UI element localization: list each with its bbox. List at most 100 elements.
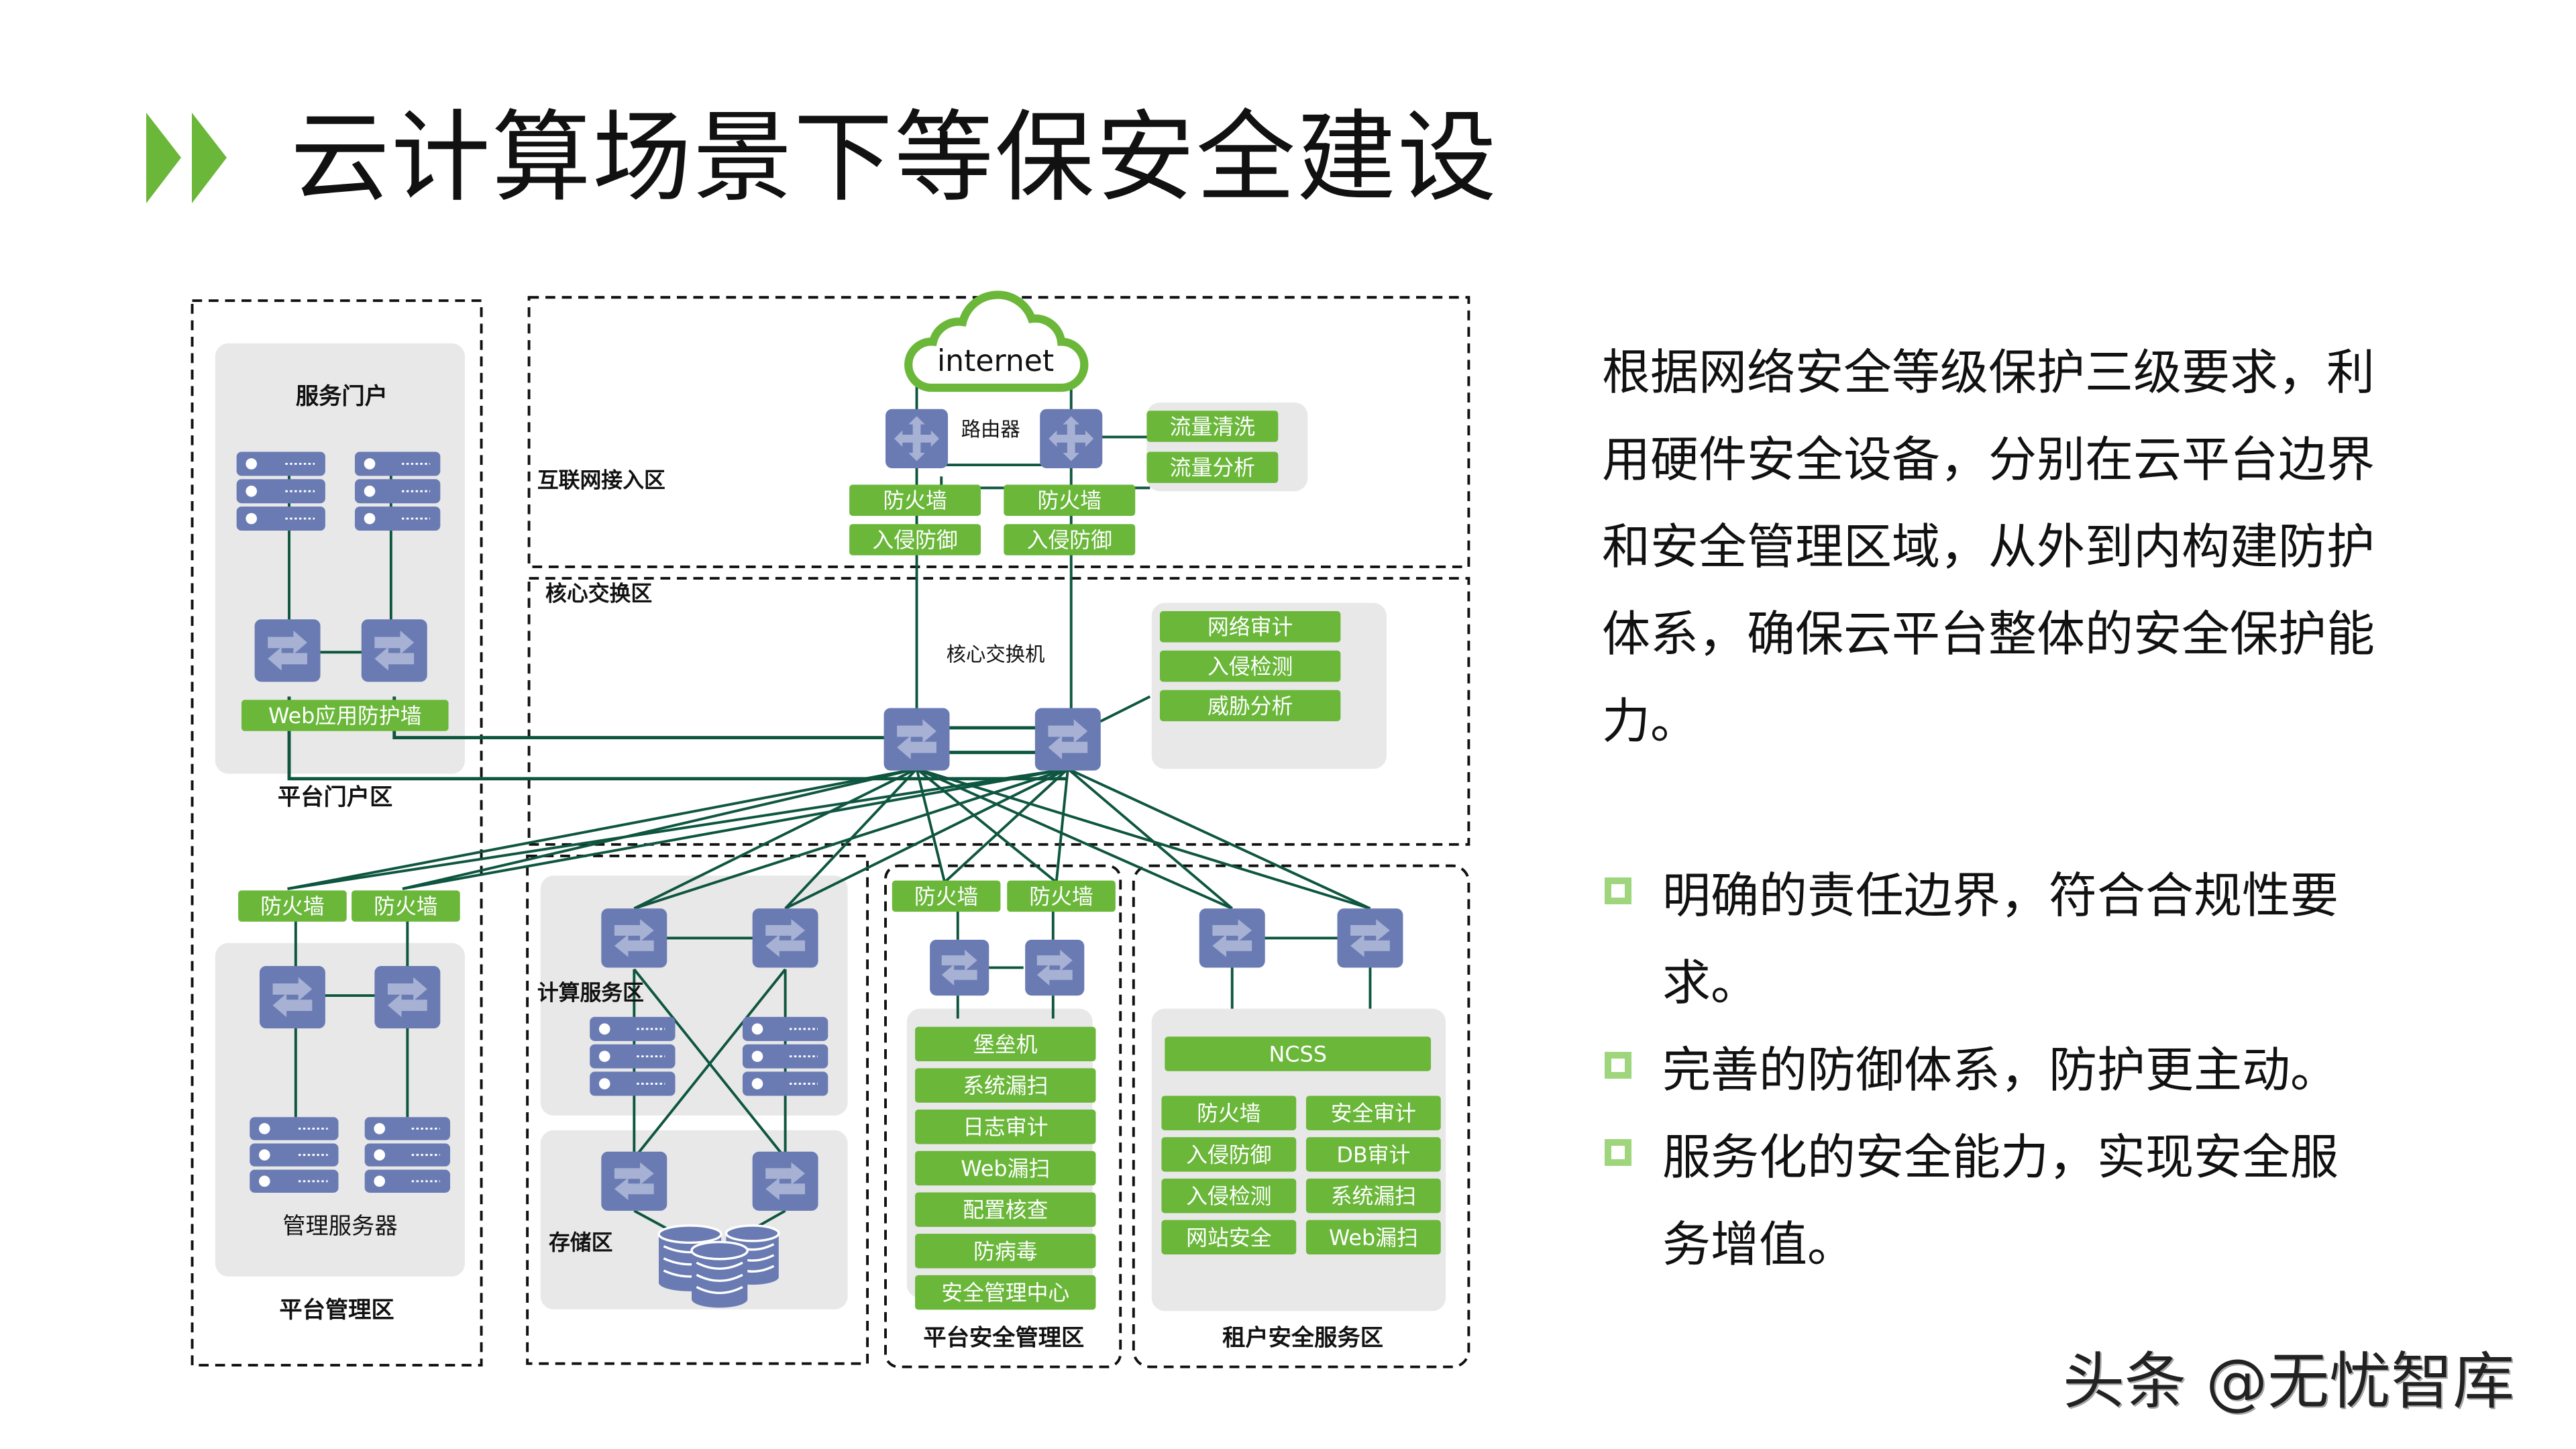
tenant-service-box-label: 入侵防御	[1186, 1142, 1271, 1167]
arrow-right-icon	[765, 1162, 805, 1185]
server-led	[598, 1078, 610, 1089]
server-unit	[742, 1044, 828, 1069]
right-ips-box-bg	[1004, 524, 1136, 555]
sec-mgmt-service-box-bg	[915, 1068, 1096, 1103]
arrow-left-icon	[374, 647, 415, 671]
arrow-left-icon	[272, 993, 313, 1018]
sec-mgmt-service-box-bg	[915, 1110, 1096, 1144]
paragraph-line: 体系，确保云平台整体的安全保护能	[1602, 606, 2375, 662]
arrow-right-icon	[374, 631, 415, 655]
right-firewall-box-bg	[1004, 484, 1136, 516]
link-core-right-fanout	[1055, 768, 1069, 883]
traffic-analysis-box-label: 流量分析	[1170, 455, 1255, 480]
ncss-box-bg	[1165, 1036, 1432, 1071]
core-service-box: 网络审计	[1159, 611, 1341, 643]
switch-icon	[1025, 939, 1085, 996]
left-firewall-box-label: 防火墙	[883, 488, 947, 513]
link-core-left-fanout	[916, 767, 1371, 910]
bullet-item: 完善的防御体系，防护更主动。	[1602, 1026, 2407, 1114]
tenant-service-box-bg	[1305, 1220, 1441, 1255]
server-rack-icon	[364, 1117, 451, 1193]
switch-body	[883, 708, 950, 771]
traffic-analysis-box-bg	[1146, 451, 1279, 483]
sec-mgmt-service-box: 防病毒	[915, 1234, 1096, 1269]
internet-cloud-icon: internet	[904, 290, 1089, 392]
server-led	[374, 1175, 386, 1187]
arrow-left-icon	[614, 1177, 654, 1201]
arrow-right-icon	[272, 977, 313, 1002]
ncss-box: NCSS	[1165, 1036, 1432, 1071]
switch-body	[1025, 939, 1085, 996]
tenant-service-box-bg	[1305, 1178, 1441, 1214]
server-unit	[250, 1169, 339, 1193]
server-led	[364, 513, 376, 525]
tenant-service-box-label: 系统漏扫	[1331, 1183, 1416, 1209]
sec-mgmt-service-box-label: 日志审计	[963, 1114, 1048, 1140]
db-band	[696, 1273, 743, 1282]
core-service-box-label: 入侵检测	[1208, 654, 1293, 680]
switch-icon	[374, 966, 441, 1029]
left-firewall-box-bg	[849, 484, 981, 516]
waf-box-bg	[241, 700, 449, 731]
zone-platform-security-mgmt	[884, 864, 1122, 1368]
switch-body	[254, 619, 321, 682]
sec-mgmt-service-box-label: 堡垒机	[973, 1032, 1038, 1057]
db-band	[696, 1286, 743, 1295]
arrow-left-icon	[941, 964, 977, 986]
left-ips-box: 入侵防御	[849, 524, 981, 555]
switch-icon	[1199, 908, 1265, 968]
sec-mgmt-service-box: 系统漏扫	[915, 1068, 1096, 1103]
sec-mgmt-service-box-bg	[915, 1234, 1096, 1269]
sec-mgmt-firewall-box: 防火墙	[892, 880, 1001, 912]
sec-mgmt-service-box: 配置核查	[915, 1192, 1096, 1227]
link-portal-core-b	[392, 696, 888, 740]
link-core-right-fanout	[784, 767, 1069, 910]
arrow-left-icon	[1036, 964, 1073, 986]
server-unit	[236, 506, 325, 531]
arrow-left-icon	[1212, 934, 1252, 957]
sec-mgmt-firewall-box: 防火墙	[1007, 880, 1116, 912]
mgmt-servers-label: 管理服务器	[282, 1213, 397, 1240]
switch-body	[930, 939, 989, 996]
switch-body	[374, 966, 441, 1029]
tenant-service-box-label: 网站安全	[1186, 1225, 1271, 1250]
right-ips-box: 入侵防御	[1004, 524, 1136, 555]
switch-body	[1199, 908, 1265, 968]
bullet-line: 求。	[1662, 955, 1760, 1011]
sec-mgmt-service-box-label: 系统漏扫	[963, 1073, 1048, 1098]
tenant-service-box: Web漏扫	[1305, 1220, 1441, 1255]
core-service-box-bg	[1159, 611, 1341, 643]
sec-mgmt-service-box: Web漏扫	[915, 1150, 1096, 1186]
four-way-arrows-icon	[894, 416, 940, 462]
sec-mgmt-service-box: 安全管理中心	[915, 1275, 1096, 1310]
link-core-right-fanout	[287, 767, 1069, 890]
traffic-cleaning-box: 流量清洗	[1146, 411, 1279, 442]
sec-mgmt-firewall-box-bg	[1007, 880, 1116, 912]
tenant-service-box: 入侵防御	[1161, 1137, 1297, 1172]
switch-body	[752, 1151, 818, 1211]
sec-mgmt-firewall-box-label: 防火墙	[1029, 883, 1093, 909]
server-unit	[250, 1143, 339, 1167]
server-unit	[236, 451, 325, 476]
server-unit	[250, 1117, 339, 1140]
sec-mgmt-service-box-label: 配置核查	[963, 1197, 1048, 1223]
server-led	[374, 1149, 386, 1161]
tenant-service-box-bg	[1161, 1220, 1297, 1255]
ncss-box-label: NCSS	[1269, 1041, 1326, 1067]
hollow-square-bullet-icon	[1605, 1139, 1631, 1166]
tenant-service-box-bg	[1161, 1137, 1297, 1172]
sec-mgmt-firewall-box-label: 防火墙	[914, 883, 979, 909]
right-firewall-box: 防火墙	[1004, 484, 1136, 516]
server-unit	[364, 1117, 451, 1140]
tenant-service-box-label: 防火墙	[1197, 1101, 1261, 1126]
server-led	[258, 1149, 270, 1161]
sec-mgmt-firewall-box-bg	[892, 880, 1001, 912]
tenant-service-box-bg	[1161, 1178, 1297, 1214]
hollow-square-bullet-icon	[1605, 1052, 1631, 1079]
server-led	[751, 1023, 763, 1035]
tenant-service-box: DB审计	[1305, 1137, 1441, 1172]
arrow-left-icon	[897, 735, 936, 759]
server-unit	[354, 451, 441, 476]
db-top	[690, 1240, 749, 1260]
link-core-left-fanout	[402, 767, 917, 890]
